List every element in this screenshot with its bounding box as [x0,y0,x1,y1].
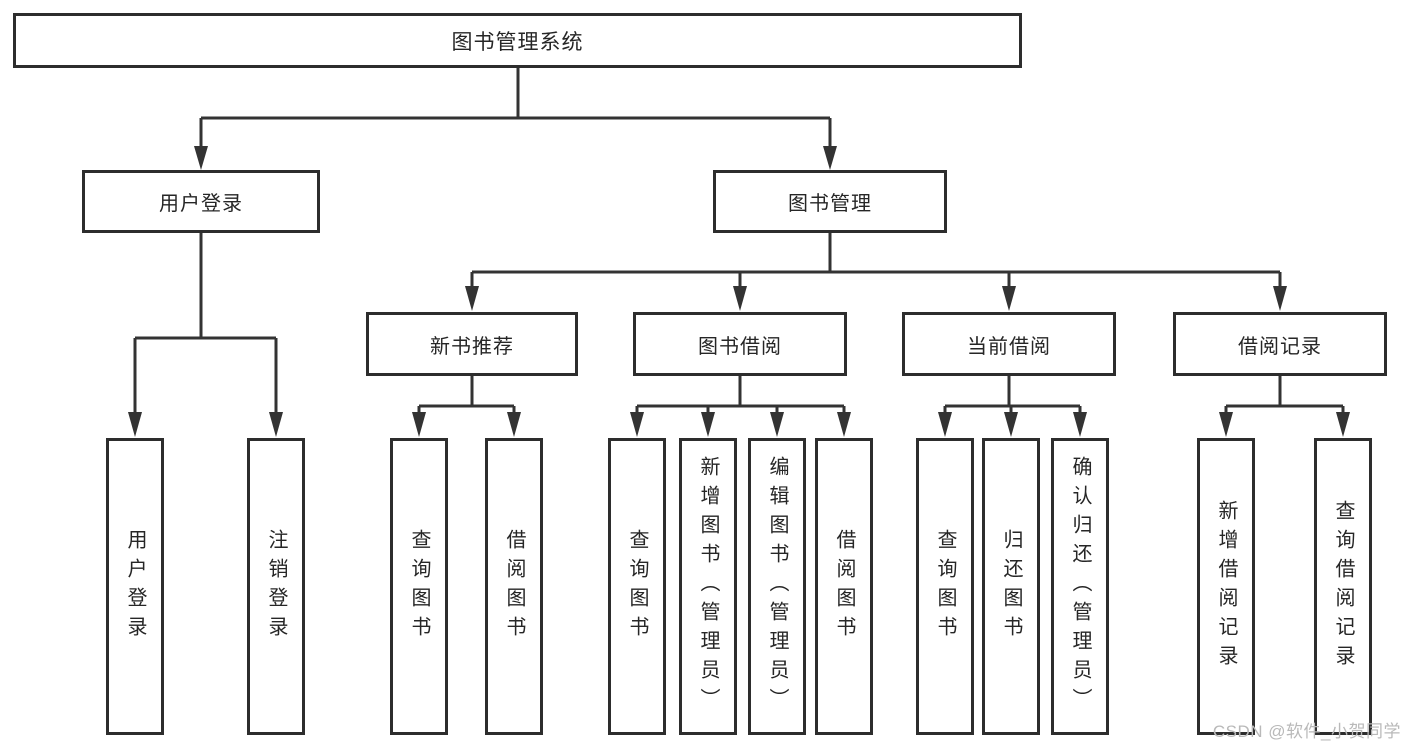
leaf-borrow-books-borrowing: 借阅图书 [815,438,873,735]
node-current-borrowing: 当前借阅 [902,312,1116,376]
leaf-query-books-borrowing: 查询图书 [608,438,666,735]
node-new-book-recommendation: 新书推荐 [366,312,578,376]
leaf-query-books-current: 查询图书 [916,438,974,735]
leaf-query-borrow-record: 查询借阅记录 [1314,438,1372,735]
node-borrowing-records: 借阅记录 [1173,312,1387,376]
leaf-return-books: 归还图书 [982,438,1040,735]
csdn-watermark: CSDN @软件_小贺同学 [1212,722,1401,741]
leaf-borrow-books-recommend: 借阅图书 [485,438,543,735]
leaf-edit-books-admin: 编辑图书（管理员） [748,438,806,735]
leaf-add-borrow-record: 新增借阅记录 [1197,438,1255,735]
leaf-confirm-return-admin: 确认归还（管理员） [1051,438,1109,735]
node-book-management: 图书管理 [713,170,947,233]
node-root-library-management-system: 图书管理系统 [13,13,1022,68]
leaf-query-books-recommend: 查询图书 [390,438,448,735]
leaf-logout: 注销登录 [247,438,305,735]
node-book-borrowing: 图书借阅 [633,312,847,376]
node-user-login: 用户登录 [82,170,320,233]
leaf-user-login: 用户登录 [106,438,164,735]
leaf-add-books-admin: 新增图书（管理员） [679,438,737,735]
